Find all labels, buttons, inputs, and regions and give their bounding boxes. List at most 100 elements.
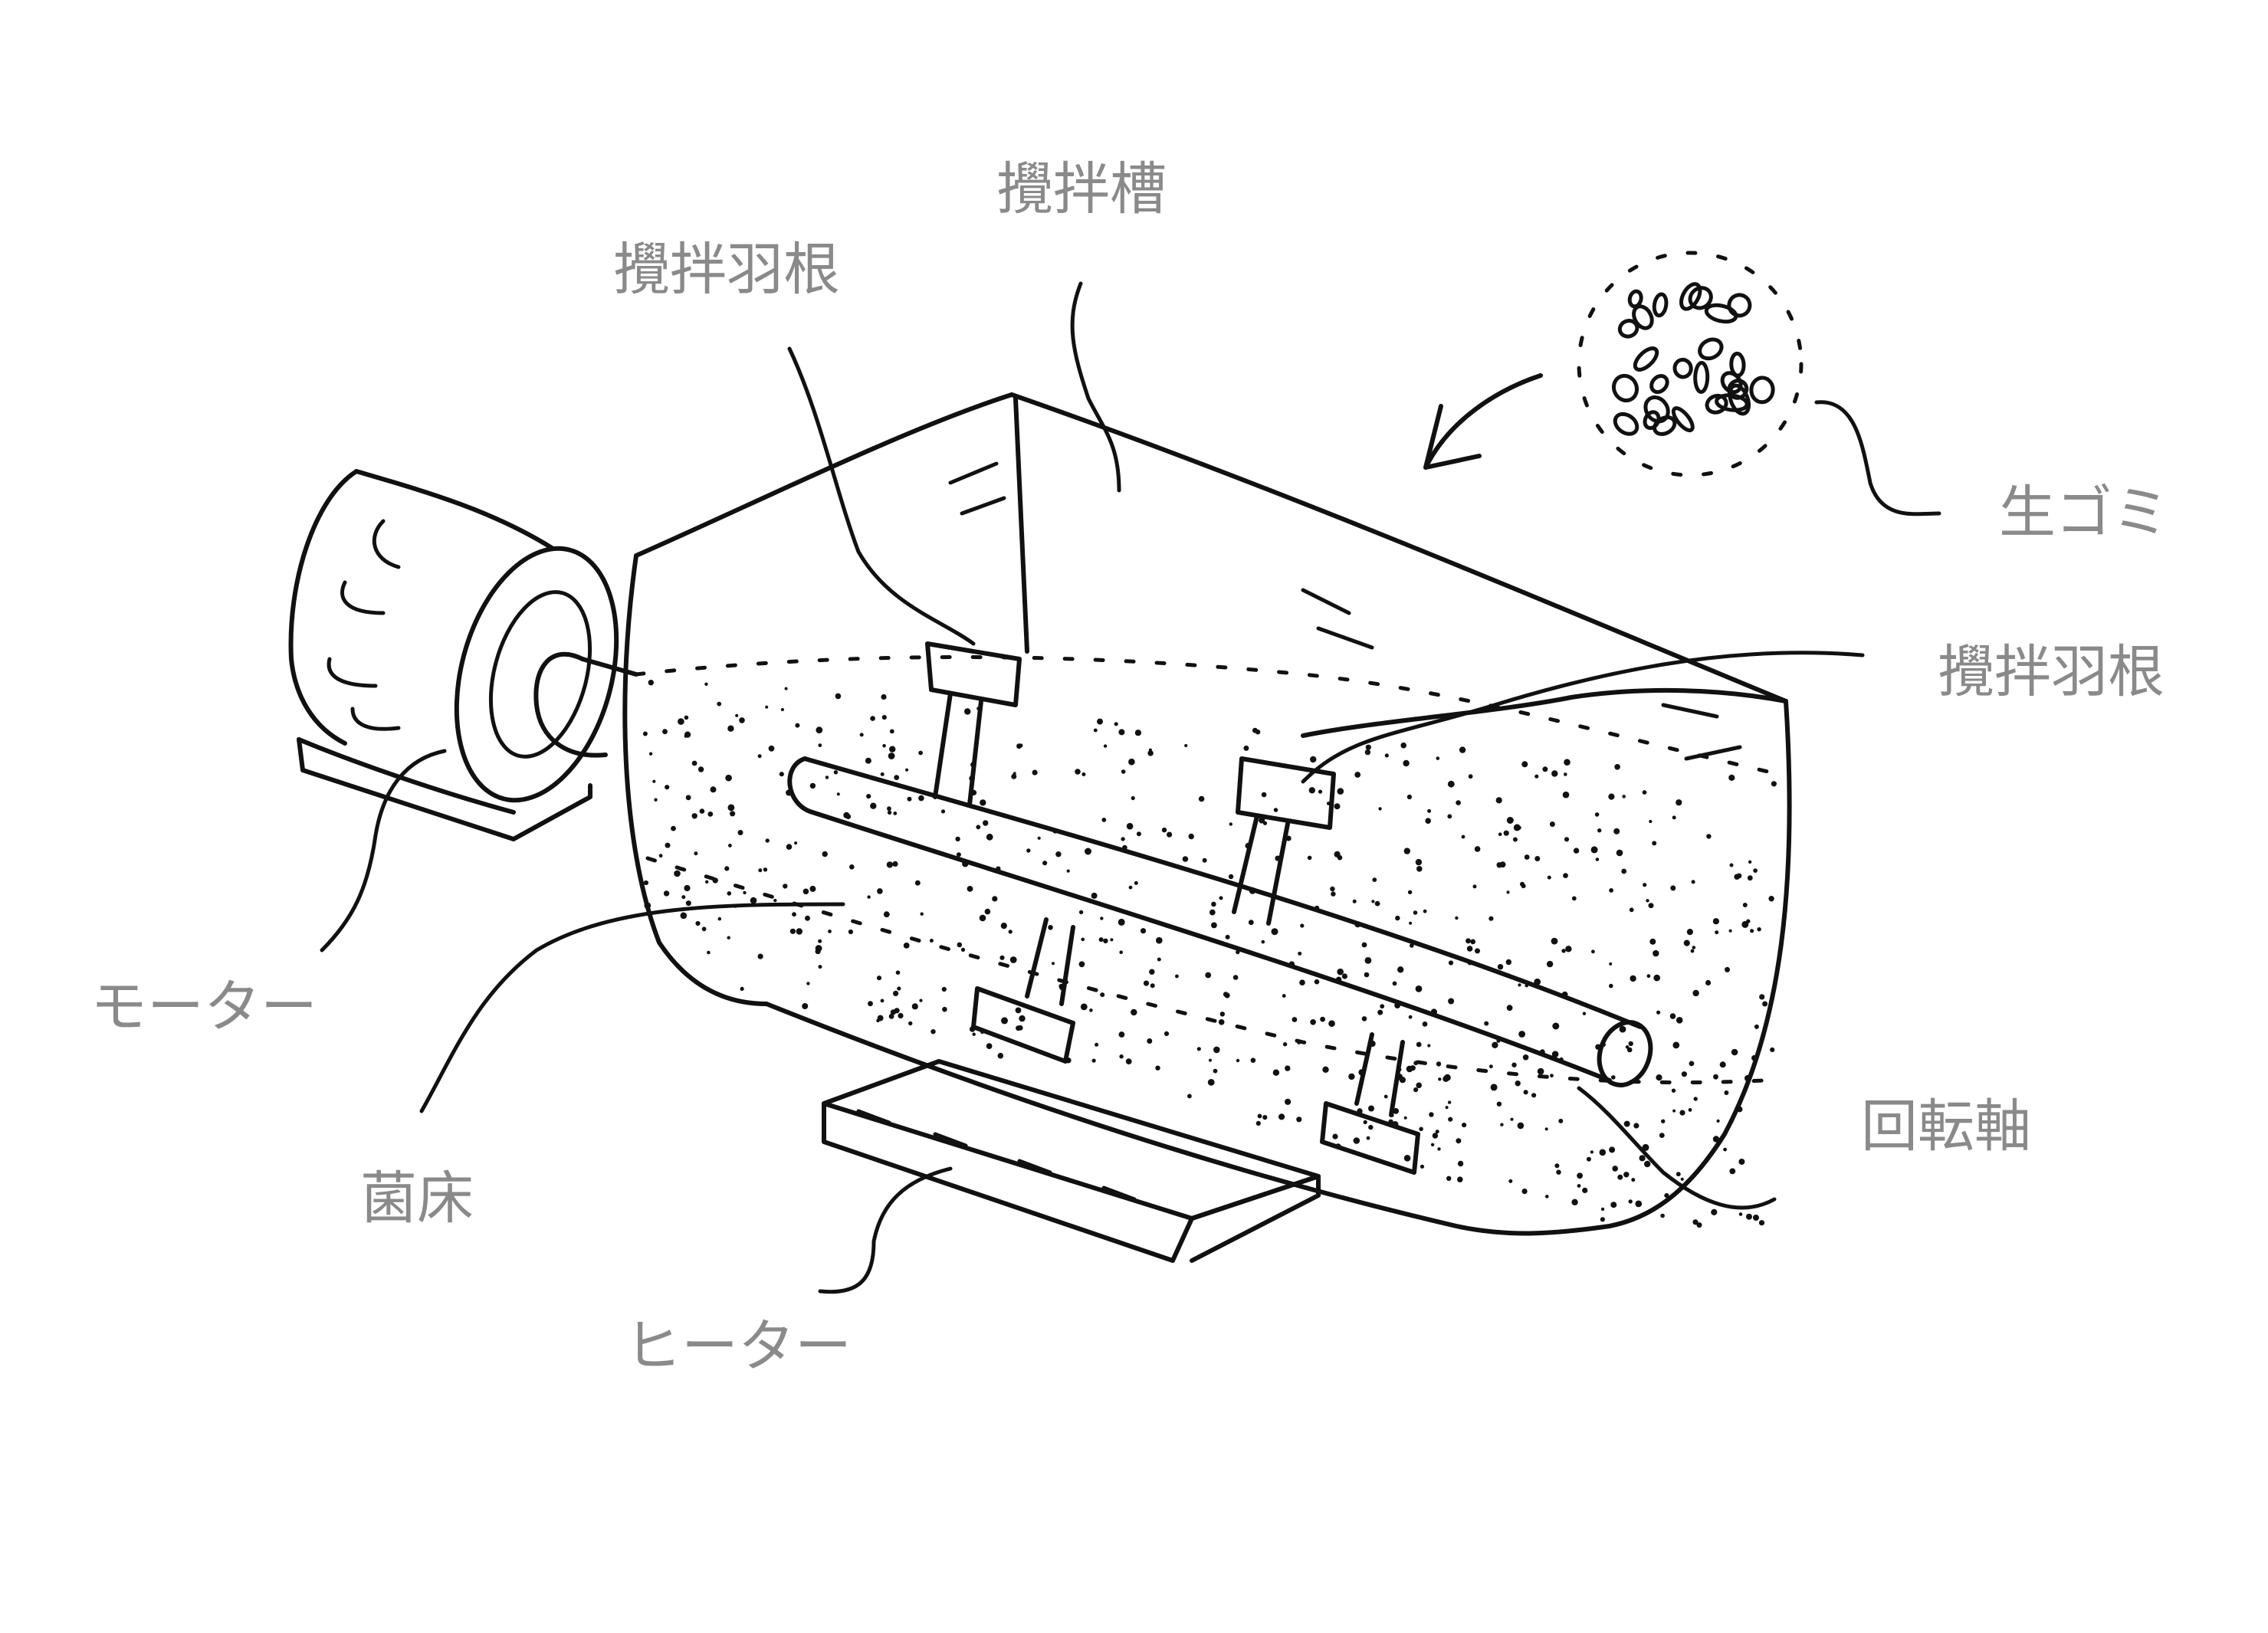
speckle-dot [1597,828,1602,833]
speckle-dot [1016,1025,1021,1031]
speckle-dot [1531,1093,1537,1098]
speckle-dot [1495,797,1502,804]
speckle-dot [763,867,768,872]
garbage-pieces [1611,282,1775,436]
speckle-dot [1672,815,1676,820]
speckle-dot [796,928,803,935]
garbage-piece [1679,282,1702,311]
blade-top-left-stem [933,691,983,807]
motor-base-plate [297,737,592,841]
speckle-dot [1661,1119,1666,1123]
speckle-dot [818,965,822,969]
speckle-dot [1523,1090,1528,1095]
speckle-dot [757,953,763,959]
speckle-dot [730,811,736,817]
speckle-dot [931,1029,936,1035]
speckle-dot [802,1003,809,1009]
heater-drawing [822,1059,1321,1263]
speckle-dot [1599,1149,1607,1156]
speckle-dot [1448,998,1455,1005]
speckle-dot [1671,1088,1676,1093]
speckle-dot [1524,854,1530,860]
speckle-dot [1600,1207,1605,1212]
speckle-dot [883,911,890,918]
speckle-dot [1706,834,1712,839]
tank-hatch-5 [1661,703,1719,719]
speckle-dot [960,947,966,952]
rotating-shaft [787,756,1653,1087]
speckle-dot [1562,791,1570,798]
speckle-dot [1416,1041,1422,1048]
speckle-dot [757,754,762,759]
speckle-dot [1692,989,1699,997]
speckle-dot [833,770,839,775]
speckle-dot [1413,1087,1419,1093]
speckle-dot [1119,1054,1124,1059]
speckle-dot [1128,885,1133,890]
speckle-dot [1184,743,1188,748]
speckle-dot [1759,994,1765,1000]
speckle-dot [1656,1074,1662,1081]
speckle-dot [1511,1062,1517,1067]
speckle-dot [1366,1136,1370,1140]
speckle-dot [1594,812,1600,817]
motor-slot-1 [372,519,401,569]
speckle-dot [1462,1123,1467,1128]
speckle-dot [835,693,842,700]
speckle-dot [898,1012,904,1019]
motor-shaft-coupling [533,651,608,758]
speckle-dot [1448,1117,1453,1122]
speckle-dot [1026,848,1031,853]
speckle-dot [1474,846,1481,852]
speckle-dot [1609,983,1613,989]
speckle-dot [1629,907,1634,913]
speckle-dot [1711,1208,1718,1215]
speckle-dot [1261,792,1267,798]
speckle-dot [1078,910,1084,915]
speckle-dot [1016,743,1022,749]
speckle-dot [1628,1199,1633,1204]
garbage-piece [1672,357,1693,379]
speckle-dot [1754,1024,1759,1029]
speckle-dot [905,768,909,772]
speckle-dot [1148,748,1152,752]
speckle-dot [815,949,821,955]
speckle-dot [1644,1160,1651,1168]
motor-body [288,469,359,746]
speckle-dot [1652,841,1657,846]
speckle-dot [1490,1084,1498,1091]
speckle-dot [1156,936,1163,944]
speckle-dot [1619,1025,1626,1033]
speckle-dot [1384,753,1389,758]
speckle-dot [1211,922,1217,929]
speckle-dot [779,772,784,777]
speckle-dot [1484,1021,1489,1026]
speckle-dot [1642,790,1647,795]
speckle-dot [1472,884,1477,889]
speckle-dot [728,844,732,848]
speckle-dot [918,795,924,802]
speckle-dot [1565,946,1572,953]
speckle-dot [1729,863,1734,867]
speckle-dot [743,890,747,895]
speckle-dot [1681,1071,1687,1077]
speckle-dot [724,866,730,871]
speckle-dot [795,723,800,728]
speckle-dot [1546,960,1554,968]
speckle-dot [1352,899,1357,903]
garbage-piece [1633,346,1659,372]
speckle-dot [1549,821,1555,827]
speckle-dot [1545,1195,1549,1199]
speckle-dot [737,830,743,835]
leader-rotating-shaft [1577,1086,1777,1210]
speckle-dot [1459,746,1466,753]
speckle-dot [1628,1041,1633,1047]
speckle-dot [1055,851,1062,857]
speckle-dot [1048,925,1053,930]
speckle-dot [727,725,734,732]
speckle-dot [1310,1019,1316,1025]
speckle-dot [880,772,885,776]
garbage-piece [1652,292,1669,318]
speckle-dot [1600,1217,1605,1222]
stirring-blades [925,641,1420,1175]
